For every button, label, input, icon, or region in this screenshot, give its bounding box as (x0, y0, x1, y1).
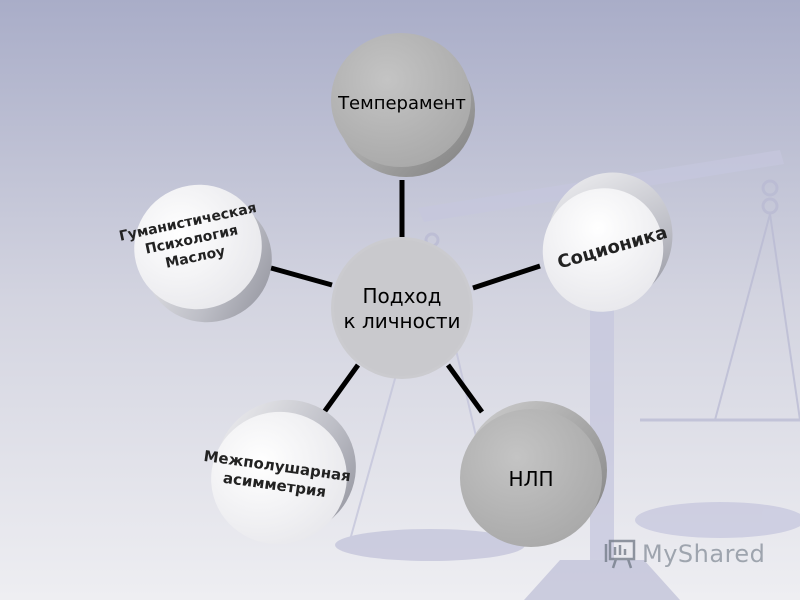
center-line1: Подход (362, 284, 441, 308)
node-humanistic-psychology: Гуманистическая Психология Маслоу (118, 184, 272, 323)
connector-bottom-right (445, 363, 485, 414)
node-hemispheric-asymmetry: Межполушарная асимметрия (203, 399, 356, 545)
node-center: Подход к личности (331, 237, 473, 379)
presentation-icon (604, 539, 636, 569)
connector-right (472, 263, 541, 291)
connector-bottom-left (319, 363, 361, 417)
watermark-text: MyShared (642, 540, 766, 568)
node-temperament-label: Темперамент (337, 93, 466, 114)
node-socionics: Соционика (542, 172, 673, 312)
node-temperament: Темперамент (331, 33, 475, 177)
center-line2: к личности (344, 309, 461, 333)
node-nlp-label: НЛП (508, 467, 553, 491)
myshared-watermark: MyShared (604, 536, 774, 572)
connector-left (270, 265, 333, 288)
connector-lines (270, 180, 541, 417)
node-nlp: НЛП (460, 401, 607, 547)
